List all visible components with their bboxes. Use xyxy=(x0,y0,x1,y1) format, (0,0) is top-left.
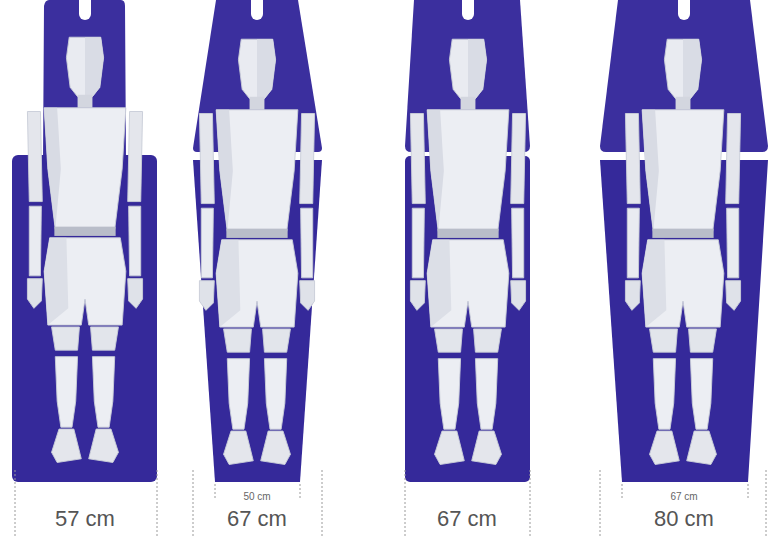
figure-3 xyxy=(410,39,525,464)
table-4 xyxy=(600,0,768,482)
width-label: 57 cm xyxy=(55,508,115,530)
table-3 xyxy=(405,0,530,482)
figure-2 xyxy=(199,39,314,464)
inner-width-label: 50 cm xyxy=(243,492,270,502)
width-markers xyxy=(15,470,766,537)
width-label: 80 cm xyxy=(654,508,714,530)
table-1 xyxy=(12,0,157,482)
inner-width-label: 67 cm xyxy=(670,492,697,502)
figure-1 xyxy=(27,37,142,462)
table-2 xyxy=(193,0,322,482)
width-label: 67 cm xyxy=(227,508,287,530)
figure-4 xyxy=(625,39,740,464)
width-label: 67 cm xyxy=(437,508,497,530)
